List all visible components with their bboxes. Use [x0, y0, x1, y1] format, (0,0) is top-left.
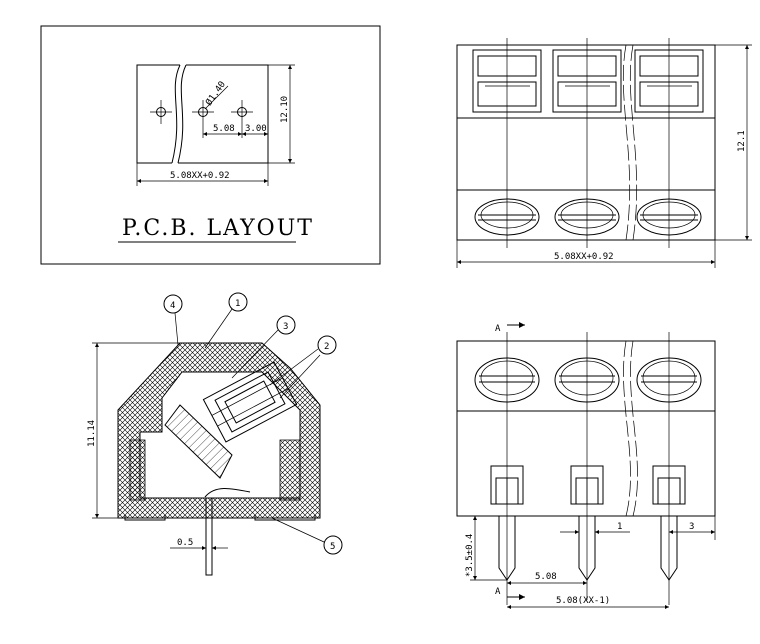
- edge-offset-label: 3: [689, 522, 694, 532]
- top-break-2: [629, 44, 637, 241]
- svg-text:1: 1: [235, 299, 240, 309]
- callout-4: 4: [163, 294, 183, 346]
- total-pitch-label: 5.08(XX-1): [556, 596, 610, 606]
- svg-text:2: 2: [324, 342, 329, 352]
- screw-assembly: [202, 361, 298, 443]
- offset-label: 3.00: [245, 124, 267, 134]
- side-height-label: 11.14: [87, 420, 97, 447]
- height-label: 12.10: [280, 96, 290, 123]
- top-break-1: [622, 44, 630, 241]
- front-break-2: [630, 340, 638, 517]
- pcb-frame: [40, 25, 381, 265]
- section-label-top: A: [495, 324, 501, 334]
- front-break-1: [623, 340, 631, 517]
- top-view: 12.1 5.08XX+0.92: [456, 38, 752, 268]
- side-section-view: 11.14 0.5 1 2 3 4 5: [87, 292, 343, 576]
- hole-diameter-label: Ø1.40: [203, 79, 228, 108]
- pcb-break-line-2: [177, 64, 187, 164]
- callout-1: 1: [204, 292, 248, 349]
- housing-foot: [124, 515, 166, 521]
- housing-pocket: [129, 439, 146, 501]
- pitch-label: 5.08: [213, 124, 235, 134]
- pcb-outline-left: [136, 64, 180, 164]
- width-label: 5.08XX+0.92: [170, 171, 230, 181]
- section-label-bottom: A: [495, 587, 501, 597]
- pin-length-label: *3.5±0.4: [465, 534, 475, 577]
- callout-5: 5: [271, 517, 343, 555]
- top-body: [456, 44, 716, 241]
- front-body: [456, 340, 716, 517]
- top-height-label: 12.1: [737, 130, 747, 152]
- housing-foot: [254, 515, 316, 521]
- pcb-layout-panel: Ø1.40 5.08 3.00 12.10 5.08XX+0.92 P.C.B.…: [40, 25, 381, 265]
- pcb-outline-right: [178, 64, 269, 164]
- pcb-hole: [231, 100, 253, 138]
- svg-text:5: 5: [330, 542, 335, 552]
- clamp-spring: [164, 404, 233, 479]
- front-pitch-label: 5.08: [535, 572, 557, 582]
- pcb-title: P.C.B. LAYOUT: [122, 216, 314, 241]
- pcb-hole: [192, 100, 214, 138]
- front-view: A A *3.5±0.4 1 3 5.08 5.08(XX-1): [456, 322, 716, 610]
- svg-text:4: 4: [170, 301, 175, 311]
- callout-3: 3: [231, 315, 296, 379]
- pin-bend: [204, 488, 251, 498]
- housing-wall: [279, 439, 301, 501]
- diameter-leader: [204, 85, 229, 110]
- front-pin-width-label: 1: [617, 522, 622, 532]
- pcb-hole: [150, 100, 172, 124]
- svg-text:3: 3: [283, 322, 288, 332]
- pcb-break-line-1: [171, 64, 181, 164]
- top-width-label: 5.08XX+0.92: [554, 252, 614, 262]
- solder-pin: [205, 498, 213, 576]
- callout-2: 2: [269, 335, 337, 399]
- pin-width-label: 0.5: [177, 538, 193, 548]
